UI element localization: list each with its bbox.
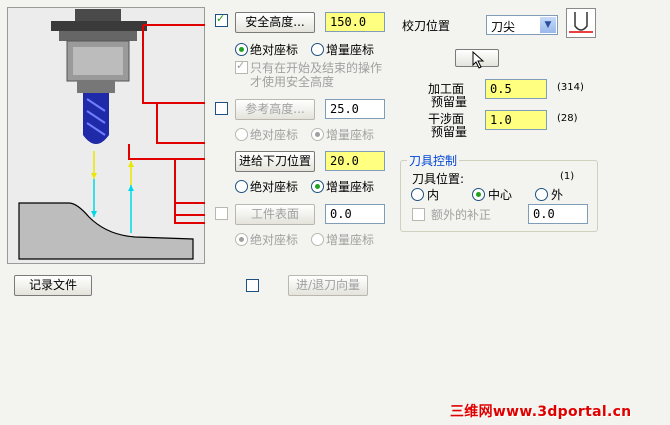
- level-lines: [128, 24, 205, 224]
- ws-inc-label: 增量座标: [326, 233, 375, 247]
- safe-height-field[interactable]: 150.0: [325, 12, 385, 32]
- extra-comp-checkbox[interactable]: [412, 208, 425, 221]
- safe-abs-label: 绝对座标: [250, 43, 299, 57]
- extra-comp-label: 额外的补正: [431, 208, 492, 222]
- feed-inc-radio[interactable]: [311, 180, 324, 193]
- workpiece-shape: [18, 202, 194, 260]
- tool-pos-value: 刀尖: [491, 20, 516, 34]
- ref-abs-radio[interactable]: [235, 128, 248, 141]
- tool-comp-group: [400, 160, 598, 232]
- chevron-down-icon[interactable]: ▼: [540, 17, 556, 33]
- cursor-icon: [472, 51, 485, 69]
- lead-vector-checkbox[interactable]: [246, 279, 259, 292]
- tool-pos-label: 校刀位置: [402, 19, 451, 33]
- floor-stock-code: (28): [557, 113, 578, 124]
- ws-abs-radio[interactable]: [235, 233, 248, 246]
- floor-stock-field[interactable]: 1.0: [485, 110, 547, 130]
- work-surface-button[interactable]: 工件表面: [235, 204, 315, 225]
- feed-plane-button[interactable]: 进给下刀位置: [235, 151, 315, 172]
- tool-pos-setting-label: 刀具位置:: [412, 172, 465, 186]
- comp-in-label: 内: [427, 188, 440, 202]
- ref-abs-label: 绝对座标: [250, 128, 299, 142]
- floor-stock-label: 干涉面: [428, 112, 465, 126]
- work-surface-checkbox[interactable]: [215, 207, 228, 220]
- record-file-button[interactable]: 记录文件: [14, 275, 92, 296]
- only-start-end-checkbox[interactable]: ✓: [235, 59, 248, 74]
- watermark-text: 三维网www.3dportal.cn: [450, 404, 632, 420]
- comp-center-radio[interactable]: [472, 188, 485, 201]
- only-start-end-label: 只有在开始及结束的操作: [250, 61, 383, 75]
- ref-height-checkbox[interactable]: [215, 102, 228, 115]
- wall-stock-code: (314): [557, 82, 584, 93]
- safe-inc-radio[interactable]: [311, 43, 324, 56]
- lead-vector-button[interactable]: 进/退刀向量: [288, 275, 368, 296]
- feed-plane-field[interactable]: 20.0: [325, 151, 385, 171]
- tool-comp-title: 刀具控制: [407, 152, 460, 169]
- ws-inc-radio[interactable]: [311, 233, 324, 246]
- ws-abs-label: 绝对座标: [250, 233, 299, 247]
- comp-out-label: 外: [551, 188, 564, 202]
- tool-holder-icon: [51, 9, 147, 93]
- work-surface-field[interactable]: 0.0: [325, 204, 385, 224]
- feed-abs-label: 绝对座标: [250, 180, 299, 194]
- safe-inc-label: 增量座标: [326, 43, 375, 57]
- feed-abs-radio[interactable]: [235, 180, 248, 193]
- safe-height-button[interactable]: 安全高度...: [235, 12, 315, 33]
- ref-inc-radio[interactable]: [311, 128, 324, 141]
- comp-in-radio[interactable]: [411, 188, 424, 201]
- wall-stock-label: 加工面: [428, 82, 465, 96]
- end-mill-icon: [83, 93, 109, 144]
- tool-pos-setting-code: (1): [560, 171, 575, 182]
- ref-inc-label: 增量座标: [326, 128, 375, 142]
- feed-inc-label: 增量座标: [326, 180, 375, 194]
- wall-stock-label-2: 预留量: [431, 95, 468, 109]
- tool-pos-select[interactable]: 刀尖 ▼: [486, 15, 558, 35]
- comp-out-radio[interactable]: [535, 188, 548, 201]
- safe-abs-radio[interactable]: [235, 43, 248, 56]
- safe-height-checkbox[interactable]: ✓: [215, 12, 228, 27]
- ref-height-field[interactable]: 25.0: [325, 99, 385, 119]
- comp-center-label: 中心: [488, 188, 513, 202]
- ref-height-button[interactable]: 参考高度...: [235, 99, 315, 120]
- only-start-end-label-2: 才使用安全高度: [250, 75, 335, 89]
- tool-height-diagram: [7, 7, 205, 264]
- extra-comp-field[interactable]: 0.0: [528, 204, 588, 224]
- wall-stock-field[interactable]: 0.5: [485, 79, 547, 99]
- tool-tip-icon: [566, 8, 596, 38]
- floor-stock-label-2: 预留量: [431, 125, 468, 139]
